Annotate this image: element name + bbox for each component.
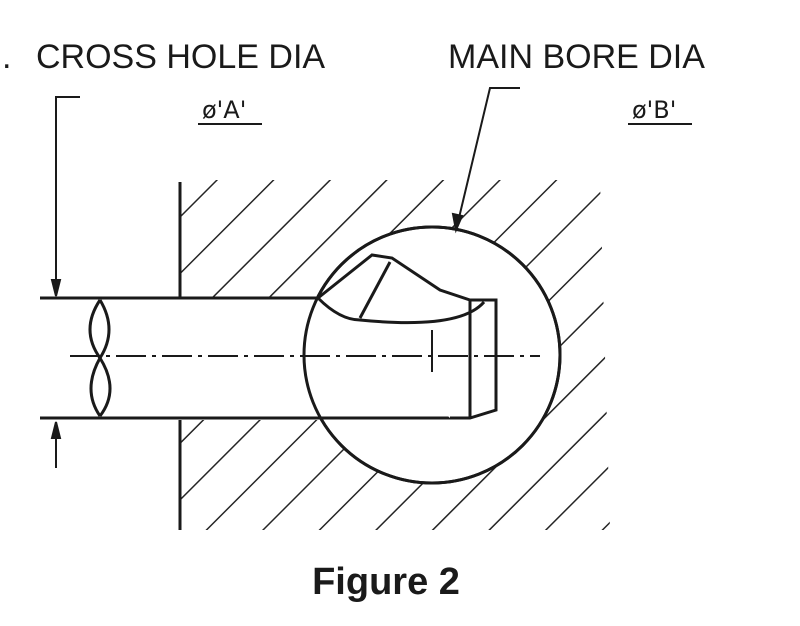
figure-caption: Figure 2 — [312, 561, 460, 603]
main-bore-leader — [451, 87, 520, 234]
main-bore-dim-text: ø'B' — [632, 96, 676, 124]
label-prefix: . — [2, 38, 11, 76]
tool-tip — [316, 253, 498, 420]
cross-hole-leader — [50, 96, 80, 468]
tool-shank — [40, 296, 470, 420]
cross-hole-dim-text: ø'A' — [202, 96, 246, 124]
cross-hole-dia-label: CROSS HOLE DIA — [36, 38, 325, 76]
main-bore-dia-label: MAIN BORE DIA — [448, 38, 705, 76]
